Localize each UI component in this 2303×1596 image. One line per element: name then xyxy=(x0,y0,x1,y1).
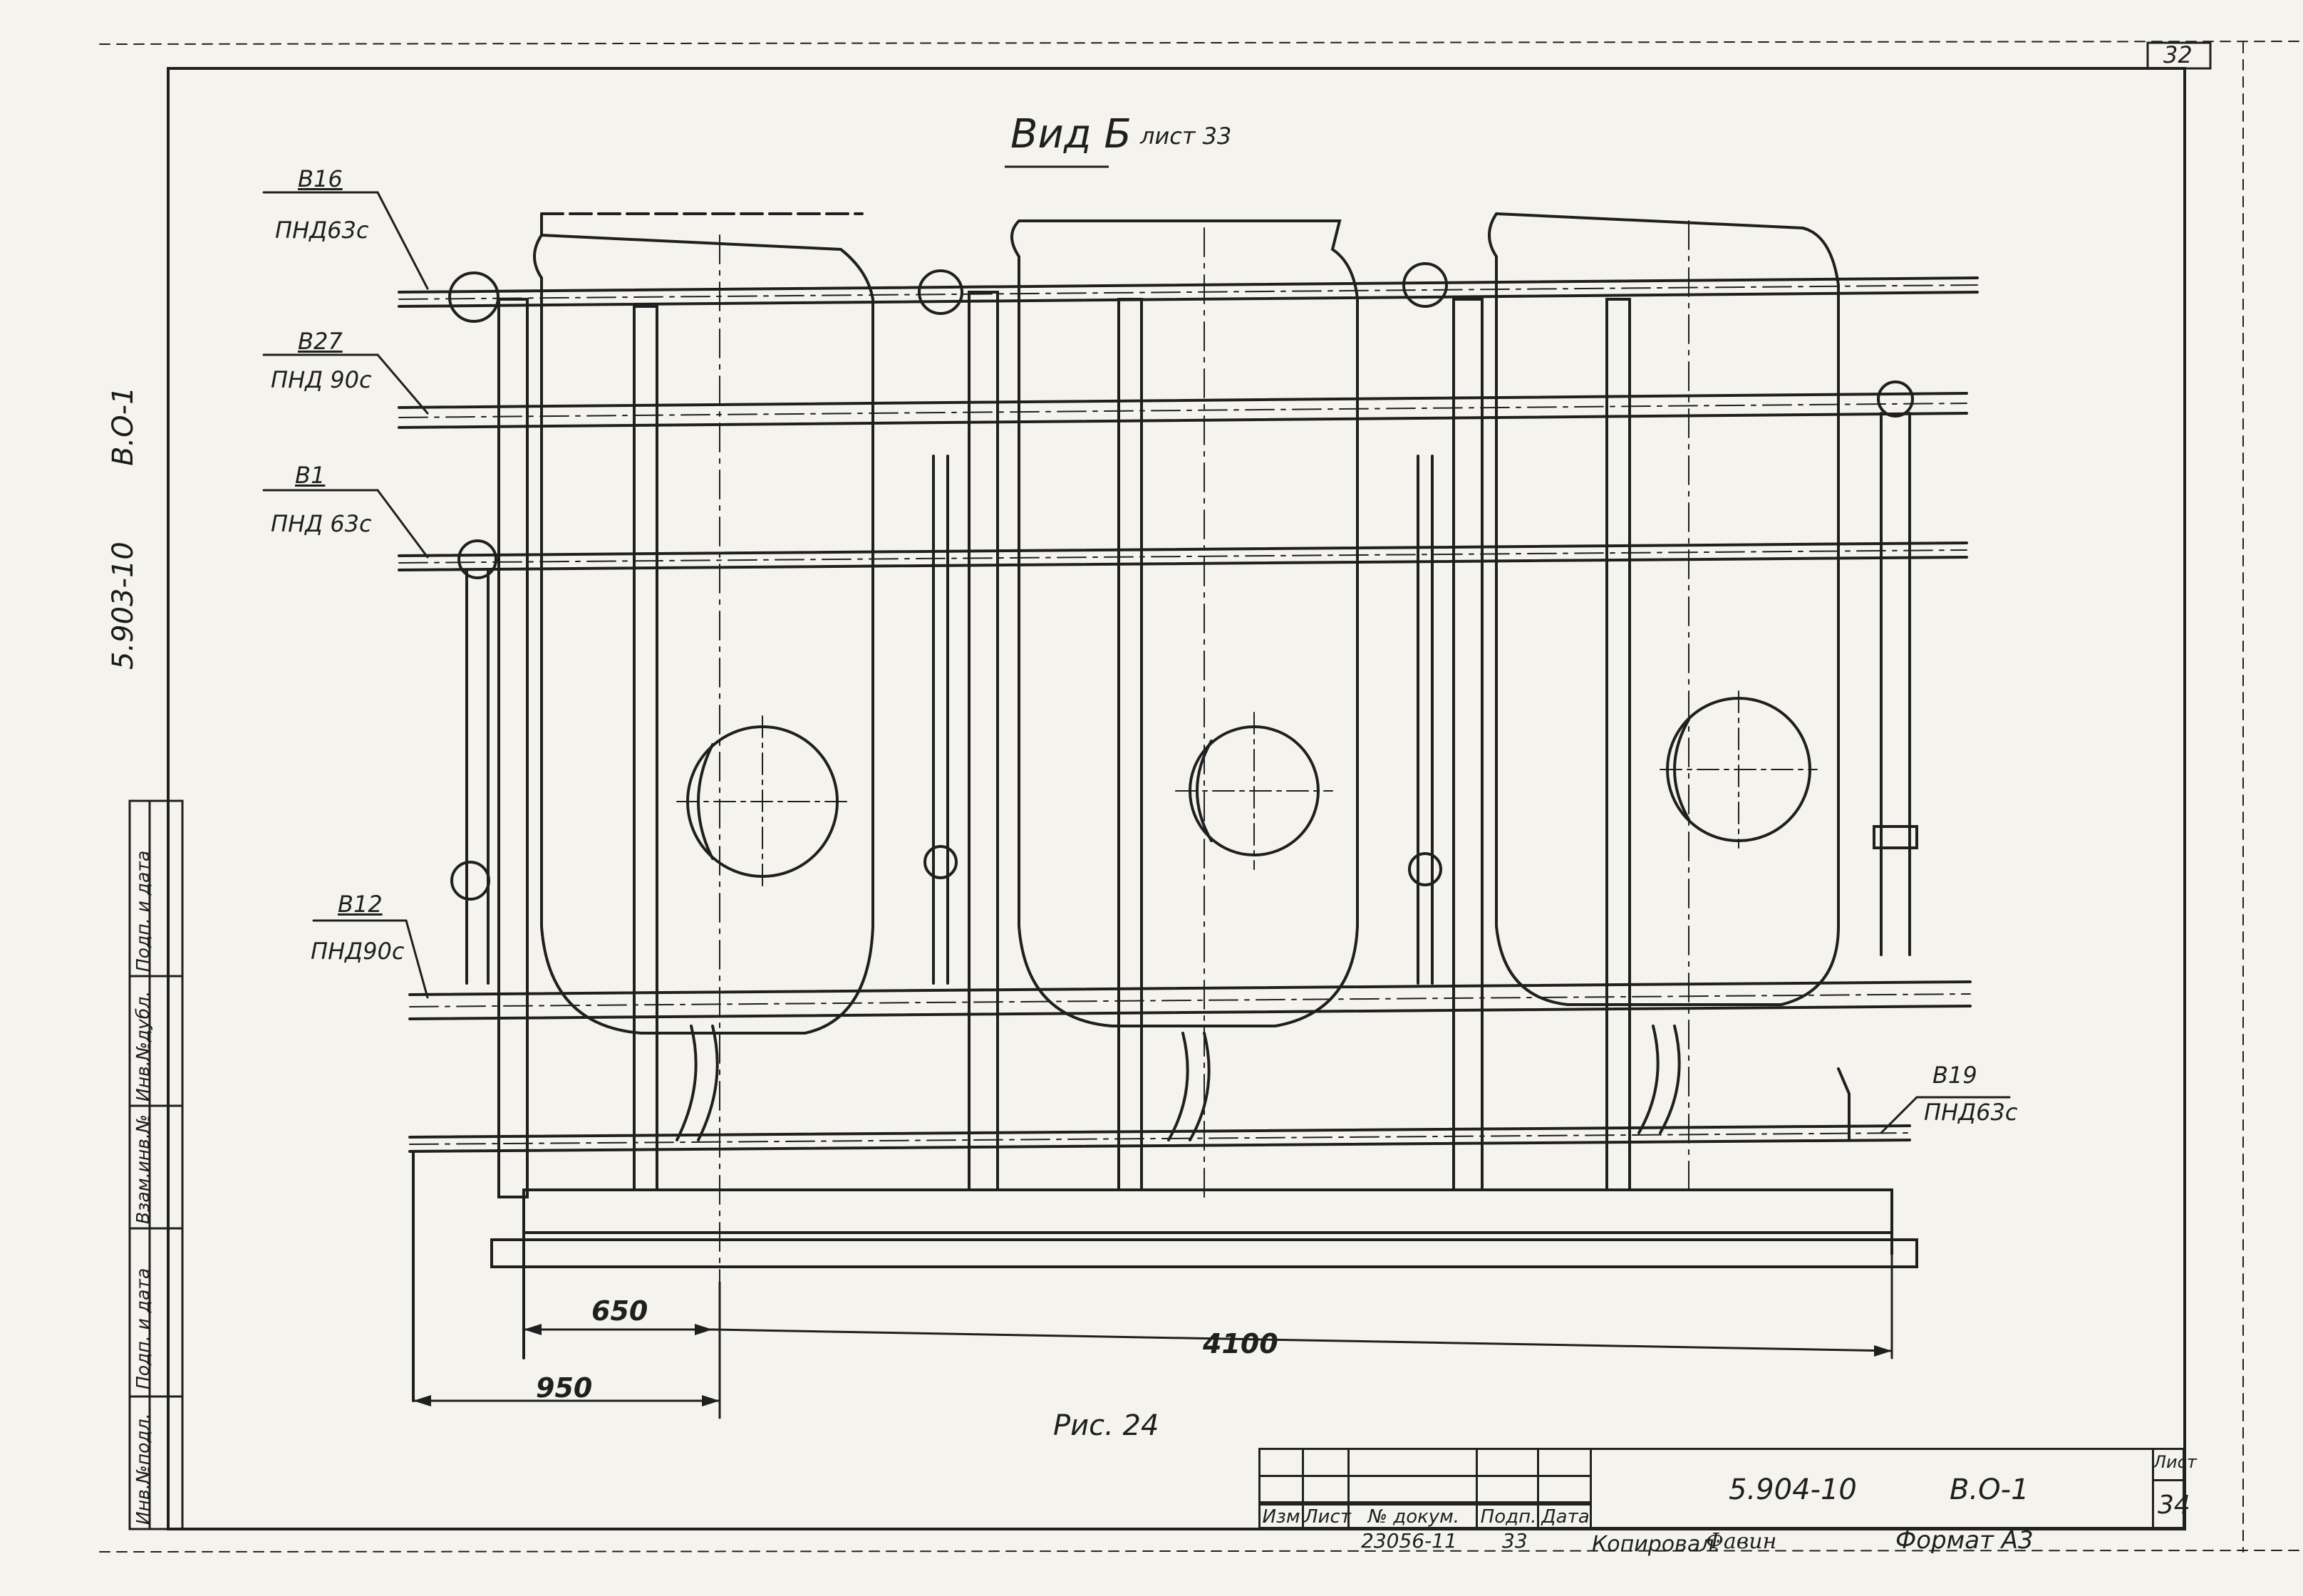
tank-2 xyxy=(1010,219,1359,1027)
bottom-cut-line xyxy=(99,1550,2303,1553)
designation: 5.904-10 xyxy=(1729,1473,1857,1506)
pipe-b19 xyxy=(408,1124,1911,1153)
base-frame xyxy=(412,1150,1918,1402)
tank-3 xyxy=(1488,212,1840,1006)
sheet-frame xyxy=(167,67,2186,1530)
side-table-inv-no: Инв.№подл. xyxy=(133,1413,153,1525)
side-table-replace-inv: Взам.инв.№ xyxy=(133,1114,153,1224)
pipe-label-b19-spec: ПНД63с xyxy=(1924,1099,2018,1126)
figure-caption: Рис. 24 xyxy=(1053,1409,1159,1442)
corner-page-number: 32 xyxy=(2163,41,2193,68)
risers xyxy=(448,262,1918,1141)
pipe-b1 xyxy=(398,542,1968,571)
pipe-b27 xyxy=(398,392,1968,429)
view-sheet-reference: лист 33 xyxy=(1140,123,1232,150)
pipe-label-b1-code: В1 xyxy=(295,462,326,489)
header-doc-no: № докум. xyxy=(1367,1506,1460,1528)
dimension-lines xyxy=(412,1253,1893,1419)
corner-box xyxy=(2146,41,2212,70)
header-signature: Подп. xyxy=(1480,1506,1537,1528)
sheet-number: 34 xyxy=(2158,1491,2190,1520)
dimension-650: 650 xyxy=(591,1295,648,1327)
header-sheet: Лист xyxy=(1304,1506,1351,1528)
pipe-label-b19-code: В19 xyxy=(1932,1062,1977,1089)
stamp-grid xyxy=(1258,1448,1592,1529)
title-block: Изм Лист № докум. Подп. Дата 5.904-10 В.… xyxy=(1258,1448,2197,1529)
side-table xyxy=(128,799,184,1530)
stamp-main-cell xyxy=(1592,1448,2185,1529)
pipe-label-b12-spec: ПНД90с xyxy=(311,938,405,965)
centre-lines xyxy=(719,220,1689,1376)
pipe-b16 xyxy=(398,276,1979,308)
header-date: Дата xyxy=(1541,1506,1590,1528)
pipe-label-b27-code: В27 xyxy=(298,328,343,355)
format-label: Формат А3 xyxy=(1895,1526,2034,1555)
sheet-label: Лист xyxy=(2153,1452,2197,1472)
pipe-label-b16-code: В16 xyxy=(298,165,343,192)
pipe-label-b1-spec: ПНД 63с xyxy=(271,510,372,537)
pipe-label-b16-spec: ПНД63с xyxy=(275,217,369,244)
frame-posts xyxy=(497,291,1631,1198)
header-change: Изм xyxy=(1262,1506,1300,1528)
leaders xyxy=(262,191,2011,1134)
copied-label: Копировал: xyxy=(1592,1532,1722,1557)
pipe-label-b12-code: В12 xyxy=(338,891,383,918)
side-table-sign-date-2: Подп. и дата xyxy=(133,850,153,972)
side-table-dup-inv: Инв.№дубл. xyxy=(133,990,153,1102)
side-variant: В.О-1 xyxy=(107,386,140,466)
pipe-b12 xyxy=(408,980,1972,1020)
dimension-4100: 4100 xyxy=(1203,1328,1278,1359)
side-table-sign-date-1: Подп. и дата xyxy=(133,1268,153,1389)
side-designation: 5.903-10 xyxy=(107,542,140,670)
doc-number: 23056-11 xyxy=(1361,1529,1457,1553)
pipe-label-b27-spec: ПНД 90с xyxy=(271,366,372,393)
top-cut-line xyxy=(99,41,2303,45)
designation-variant: В.О-1 xyxy=(1950,1473,2029,1506)
dimension-950: 950 xyxy=(536,1372,593,1404)
copied-signature: Фавин xyxy=(1706,1529,1777,1554)
tank-1 xyxy=(533,212,874,1035)
view-title: Вид Б xyxy=(1010,111,1132,157)
doc-sheet: 33 xyxy=(1502,1529,1528,1553)
